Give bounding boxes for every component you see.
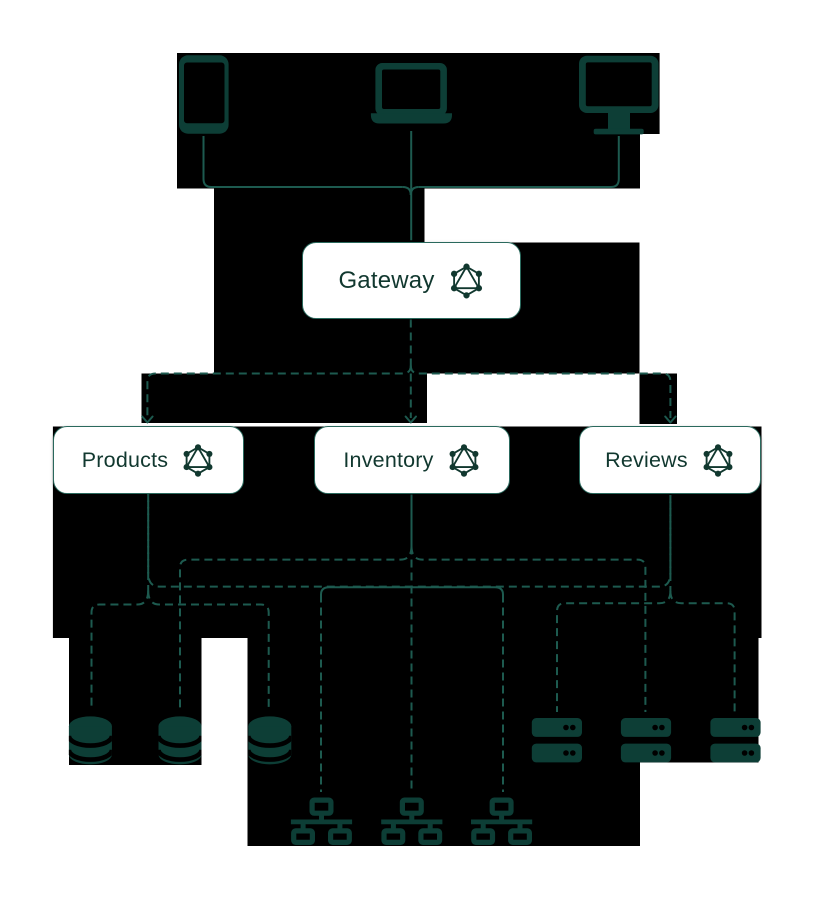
network-icons [290,797,533,846]
edge-tablet [202,136,403,188]
node-label: Inventory [343,447,434,472]
network-icon [471,797,533,846]
black-block-servers [640,638,759,763]
monitor-icon [579,55,659,135]
arrowhead-icon [141,415,154,424]
edge-fan-right [418,372,672,418]
graphql-icon [183,443,213,477]
network-icon [381,797,443,846]
edge-products-fan-right [147,590,270,710]
black-block-bracket-column [214,188,425,243]
laptop-icon [370,63,452,124]
database-icon [158,716,202,765]
edge-reviews-fan-left [556,590,672,712]
tablet-icon [179,55,229,134]
edge-products-fan-left [90,590,150,710]
edges-clients-to-gateway [202,131,620,241]
arrowhead-icon [664,415,677,424]
arrowhead-icon [404,415,417,424]
edge-inventory-to-db [179,545,413,710]
node-label: Reviews [605,447,688,472]
edges-dashed [90,319,736,792]
network-icon [290,797,353,846]
server-icon [531,718,582,763]
black-block-fan-left [141,373,427,423]
arrowheads [141,415,677,424]
node-inventory[interactable]: Inventory [314,426,510,494]
server-icon [620,718,672,763]
node-reviews[interactable]: Reviews [579,426,761,494]
server-icons [531,718,761,763]
edge-merge-right-wing [409,186,419,196]
node-label: Gateway [338,266,435,294]
database-icon [248,716,292,765]
edge-inventory-to-server [410,545,647,712]
server-icon [710,718,761,763]
graphql-icon [449,443,479,477]
edge-products-reviews-bus [147,494,672,588]
node-gateway[interactable]: Gateway [302,242,521,319]
node-label: Products [81,447,169,472]
edge-monitor [418,136,620,188]
edge-fan-right-wing [409,365,419,375]
edge-fan-left [146,372,403,418]
node-products[interactable]: Products [53,426,244,494]
database-icons [68,716,292,765]
graphql-icon [450,263,482,298]
laptop-base [370,113,452,124]
black-blocks [52,53,762,846]
edge-reviews-fan-right [669,590,736,712]
database-icon [68,716,112,765]
black-block-switches [247,638,640,846]
graphql-icon [703,443,733,477]
